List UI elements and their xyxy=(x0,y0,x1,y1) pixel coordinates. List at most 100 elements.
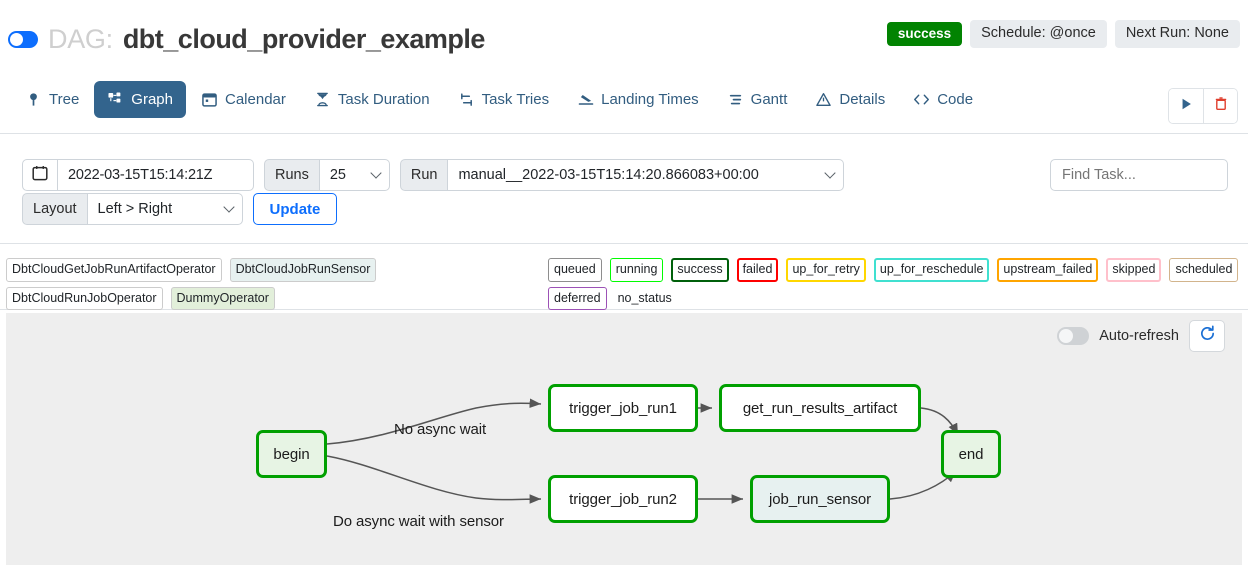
graph-node-get-run-results-artifact[interactable]: get_run_results_artifact xyxy=(719,384,921,432)
legend-state-chip[interactable]: up_for_retry xyxy=(786,258,866,282)
auto-refresh-label: Auto-refresh xyxy=(1099,328,1179,344)
graph-node-trigger-job-run2[interactable]: trigger_job_run2 xyxy=(548,475,698,523)
legend-state-chip[interactable]: scheduled xyxy=(1169,258,1239,282)
legend-operator-chip[interactable]: DbtCloudGetJobRunArtifactOperator xyxy=(6,258,222,282)
legend-state-chip[interactable]: failed xyxy=(736,258,779,282)
edge-begin-to-run1 xyxy=(326,398,542,445)
play-icon xyxy=(1180,97,1193,116)
refresh-icon xyxy=(1199,325,1216,347)
find-task-input[interactable] xyxy=(1050,159,1228,191)
graph-icon xyxy=(107,91,124,108)
filter-row-primary: 2022-03-15T15:14:21Z Runs 25 Run manual_… xyxy=(22,159,845,191)
dag-title: DAG: dbt_cloud_provider_example xyxy=(8,24,485,55)
state-legend: queued running success failed up_for_ret… xyxy=(548,258,1244,310)
tab-tree[interactable]: Tree xyxy=(12,81,92,118)
edge-label-do-async-wait: Do async wait with sensor xyxy=(333,513,504,530)
hourglass-icon xyxy=(314,91,331,108)
tab-gantt[interactable]: Gantt xyxy=(714,81,801,118)
auto-refresh-controls: Auto-refresh xyxy=(1057,320,1225,352)
base-date-input[interactable]: 2022-03-15T15:14:21Z xyxy=(58,159,254,191)
node-label: get_run_results_artifact xyxy=(742,399,898,417)
legend-state-chip[interactable]: skipped xyxy=(1106,258,1162,282)
layout-group: Layout Left > Right xyxy=(22,193,243,225)
dag-action-buttons xyxy=(1168,88,1238,124)
run-select[interactable]: manual__2022-03-15T15:14:20.866083+00:00 xyxy=(448,159,845,191)
tab-label: Task Tries xyxy=(481,91,550,108)
filter-bar: 2022-03-15T15:14:21Z Runs 25 Run manual_… xyxy=(0,134,1248,244)
edge-begin-to-run2 xyxy=(326,455,542,504)
tab-label: Gantt xyxy=(750,91,788,108)
layout-label: Layout xyxy=(22,193,88,225)
legend-state-chip[interactable]: upstream_failed xyxy=(997,258,1099,282)
tab-label: Details xyxy=(839,91,886,108)
legend-operator-chip[interactable]: DbtCloudRunJobOperator xyxy=(6,286,163,310)
dag-label: DAG: xyxy=(48,24,113,54)
tab-label: Code xyxy=(937,91,974,108)
calendar-icon xyxy=(32,165,48,185)
tree-icon xyxy=(25,91,42,108)
tab-details[interactable]: Details xyxy=(802,81,898,118)
page-header: DAG: dbt_cloud_provider_example success … xyxy=(0,0,1248,70)
graph-stage: begin trigger_job_run1 get_run_results_a… xyxy=(6,313,1242,565)
delete-dag-button[interactable] xyxy=(1203,89,1237,123)
tab-label: Landing Times xyxy=(601,91,699,108)
node-label: trigger_job_run1 xyxy=(569,399,677,417)
view-tabbar: Tree Graph Calendar Task Duration Task T xyxy=(0,78,1248,134)
legend-operator-chip[interactable]: DummyOperator xyxy=(170,286,275,310)
legend-state-chip[interactable]: deferred xyxy=(548,286,607,310)
runs-label: Runs xyxy=(264,159,320,191)
graph-node-trigger-job-run1[interactable]: trigger_job_run1 xyxy=(548,384,698,432)
tab-label: Tree xyxy=(49,91,80,108)
legend-state-chip[interactable]: no_status xyxy=(617,290,672,305)
legend-state-chip[interactable]: up_for_reschedule xyxy=(873,258,990,282)
view-tabs: Tree Graph Calendar Task Duration Task T xyxy=(12,81,986,118)
tab-calendar[interactable]: Calendar xyxy=(188,81,299,118)
next-run-badge: Next Run: None xyxy=(1114,20,1240,48)
code-icon xyxy=(913,91,930,108)
node-label: job_run_sensor xyxy=(768,490,871,508)
legend-state-chip[interactable]: running xyxy=(609,258,664,282)
calendar-icon xyxy=(201,91,218,108)
graph-node-end[interactable]: end xyxy=(941,430,1001,478)
update-button[interactable]: Update xyxy=(252,193,338,225)
auto-refresh-toggle[interactable] xyxy=(1057,327,1090,345)
graph-canvas[interactable]: Auto-refresh b xyxy=(6,313,1242,565)
edge-label-no-async-wait: No async wait xyxy=(394,421,487,438)
retry-icon xyxy=(458,91,475,108)
legend-state-chip[interactable]: success xyxy=(671,258,729,282)
run-label: Run xyxy=(399,159,449,191)
graph-edges xyxy=(326,398,959,504)
refresh-button[interactable] xyxy=(1189,320,1225,352)
node-label: end xyxy=(958,445,984,463)
details-icon xyxy=(815,91,832,108)
layout-select[interactable]: Left > Right xyxy=(87,193,243,225)
legend-state-chip[interactable]: queued xyxy=(548,258,602,282)
tab-graph[interactable]: Graph xyxy=(94,81,186,118)
tab-label: Task Duration xyxy=(337,91,430,108)
tab-task-tries[interactable]: Task Tries xyxy=(445,81,563,118)
legend-operator-chip[interactable]: DbtCloudJobRunSensor xyxy=(229,258,377,282)
node-label: trigger_job_run2 xyxy=(569,490,677,508)
graph-node-job-run-sensor[interactable]: job_run_sensor xyxy=(750,475,890,523)
tab-landing-times[interactable]: Landing Times xyxy=(564,81,712,118)
base-date-group: 2022-03-15T15:14:21Z xyxy=(22,159,254,191)
header-badges: success Schedule: @once Next Run: None xyxy=(886,20,1240,48)
operator-legend: DbtCloudGetJobRunArtifactOperator DbtClo… xyxy=(6,258,536,310)
dag-pause-toggle[interactable] xyxy=(8,31,38,48)
calendar-picker-button[interactable] xyxy=(22,159,58,191)
status-badge: success xyxy=(886,21,963,46)
runs-group: Runs 25 xyxy=(264,159,390,191)
run-group: Run manual__2022-03-15T15:14:20.866083+0… xyxy=(399,159,845,191)
tab-task-duration[interactable]: Task Duration xyxy=(301,81,443,118)
gantt-icon xyxy=(727,91,744,108)
schedule-badge: Schedule: @once xyxy=(970,20,1107,48)
dag-name: dbt_cloud_provider_example xyxy=(122,24,486,54)
runs-select[interactable]: 25 xyxy=(319,159,390,191)
landing-icon xyxy=(577,91,594,108)
trigger-dag-button[interactable] xyxy=(1169,89,1203,123)
tab-code[interactable]: Code xyxy=(900,81,986,118)
trash-icon xyxy=(1214,96,1228,116)
graph-node-begin[interactable]: begin xyxy=(256,430,327,478)
tab-label: Calendar xyxy=(225,91,286,108)
node-label: begin xyxy=(273,445,310,463)
